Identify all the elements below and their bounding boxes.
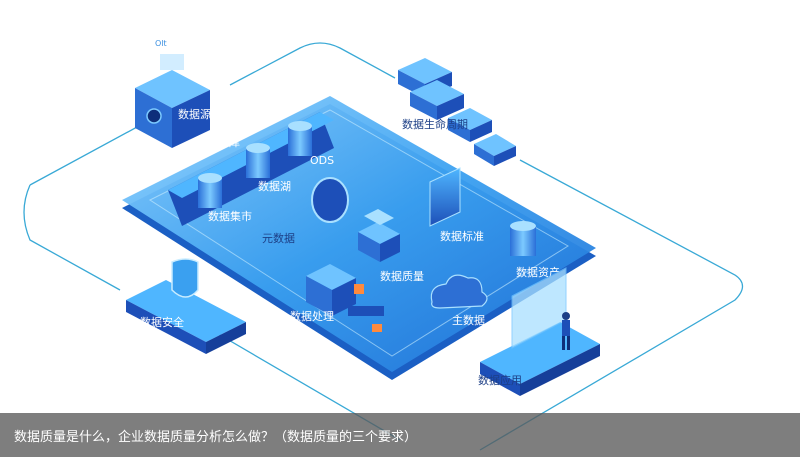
data-standard-label: 数据标准 xyxy=(440,229,484,243)
layers-icon xyxy=(358,209,400,262)
data-asset-label: 数据资产 xyxy=(516,265,560,279)
data-quality-node[interactable]: 数据质量 xyxy=(358,209,424,283)
disc-icon xyxy=(311,177,349,223)
shield-icon xyxy=(171,258,199,298)
person-icon xyxy=(562,312,570,350)
ods-label[interactable]: ODS xyxy=(310,154,334,167)
metadata-node[interactable]: 元数据 xyxy=(262,177,349,245)
badge-text: Olt xyxy=(155,39,167,48)
data-security-node[interactable]: 数据安全 xyxy=(126,258,246,354)
data-application-node[interactable]: 数据应用 xyxy=(478,267,600,396)
server-stack-icon xyxy=(398,58,516,166)
data-lifecycle-node[interactable]: 数据生命周期 xyxy=(398,58,516,166)
data-application-label: 数据应用 xyxy=(478,373,522,387)
data-source-label: 数据源 xyxy=(178,107,211,121)
data-lake-label[interactable]: 数据湖 xyxy=(258,179,291,193)
caption-text: 数据质量是什么，企业数据质量分析怎么做？（数据质量的三个要求） xyxy=(14,429,418,445)
data-warehouse-cylinder-icon xyxy=(246,143,270,178)
caption-bar: 数据质量是什么，企业数据质量分析怎么做？（数据质量的三个要求） xyxy=(0,413,800,457)
database-icon xyxy=(510,221,536,256)
document-icon xyxy=(429,167,461,227)
data-security-label: 数据安全 xyxy=(140,315,184,329)
master-data-node[interactable]: 主数据 xyxy=(430,274,488,327)
data-mart-label[interactable]: 数据集市 xyxy=(208,209,252,223)
data-asset-node[interactable]: 数据资产 xyxy=(510,221,560,279)
data-lake-cylinder-icon xyxy=(288,121,312,156)
connection-loop xyxy=(23,42,744,451)
data-mart-cylinder-icon xyxy=(198,173,222,208)
data-processing-label: 数据处理 xyxy=(290,309,334,323)
data-standard-node[interactable]: 数据标准 xyxy=(429,167,484,243)
data-warehouse-label[interactable]: 数据仓库 xyxy=(196,135,240,149)
cloud-icon xyxy=(430,274,488,309)
data-quality-label: 数据质量 xyxy=(380,269,424,283)
data-source-node[interactable]: 数据源 xyxy=(135,54,211,148)
master-data-label: 主数据 xyxy=(452,313,485,327)
server-icon xyxy=(146,108,162,124)
metadata-label: 元数据 xyxy=(262,231,295,245)
data-processing-node[interactable]: 数据处理 xyxy=(290,264,384,332)
data-lifecycle-label: 数据生命周期 xyxy=(402,117,468,131)
processor-icon xyxy=(306,264,384,332)
